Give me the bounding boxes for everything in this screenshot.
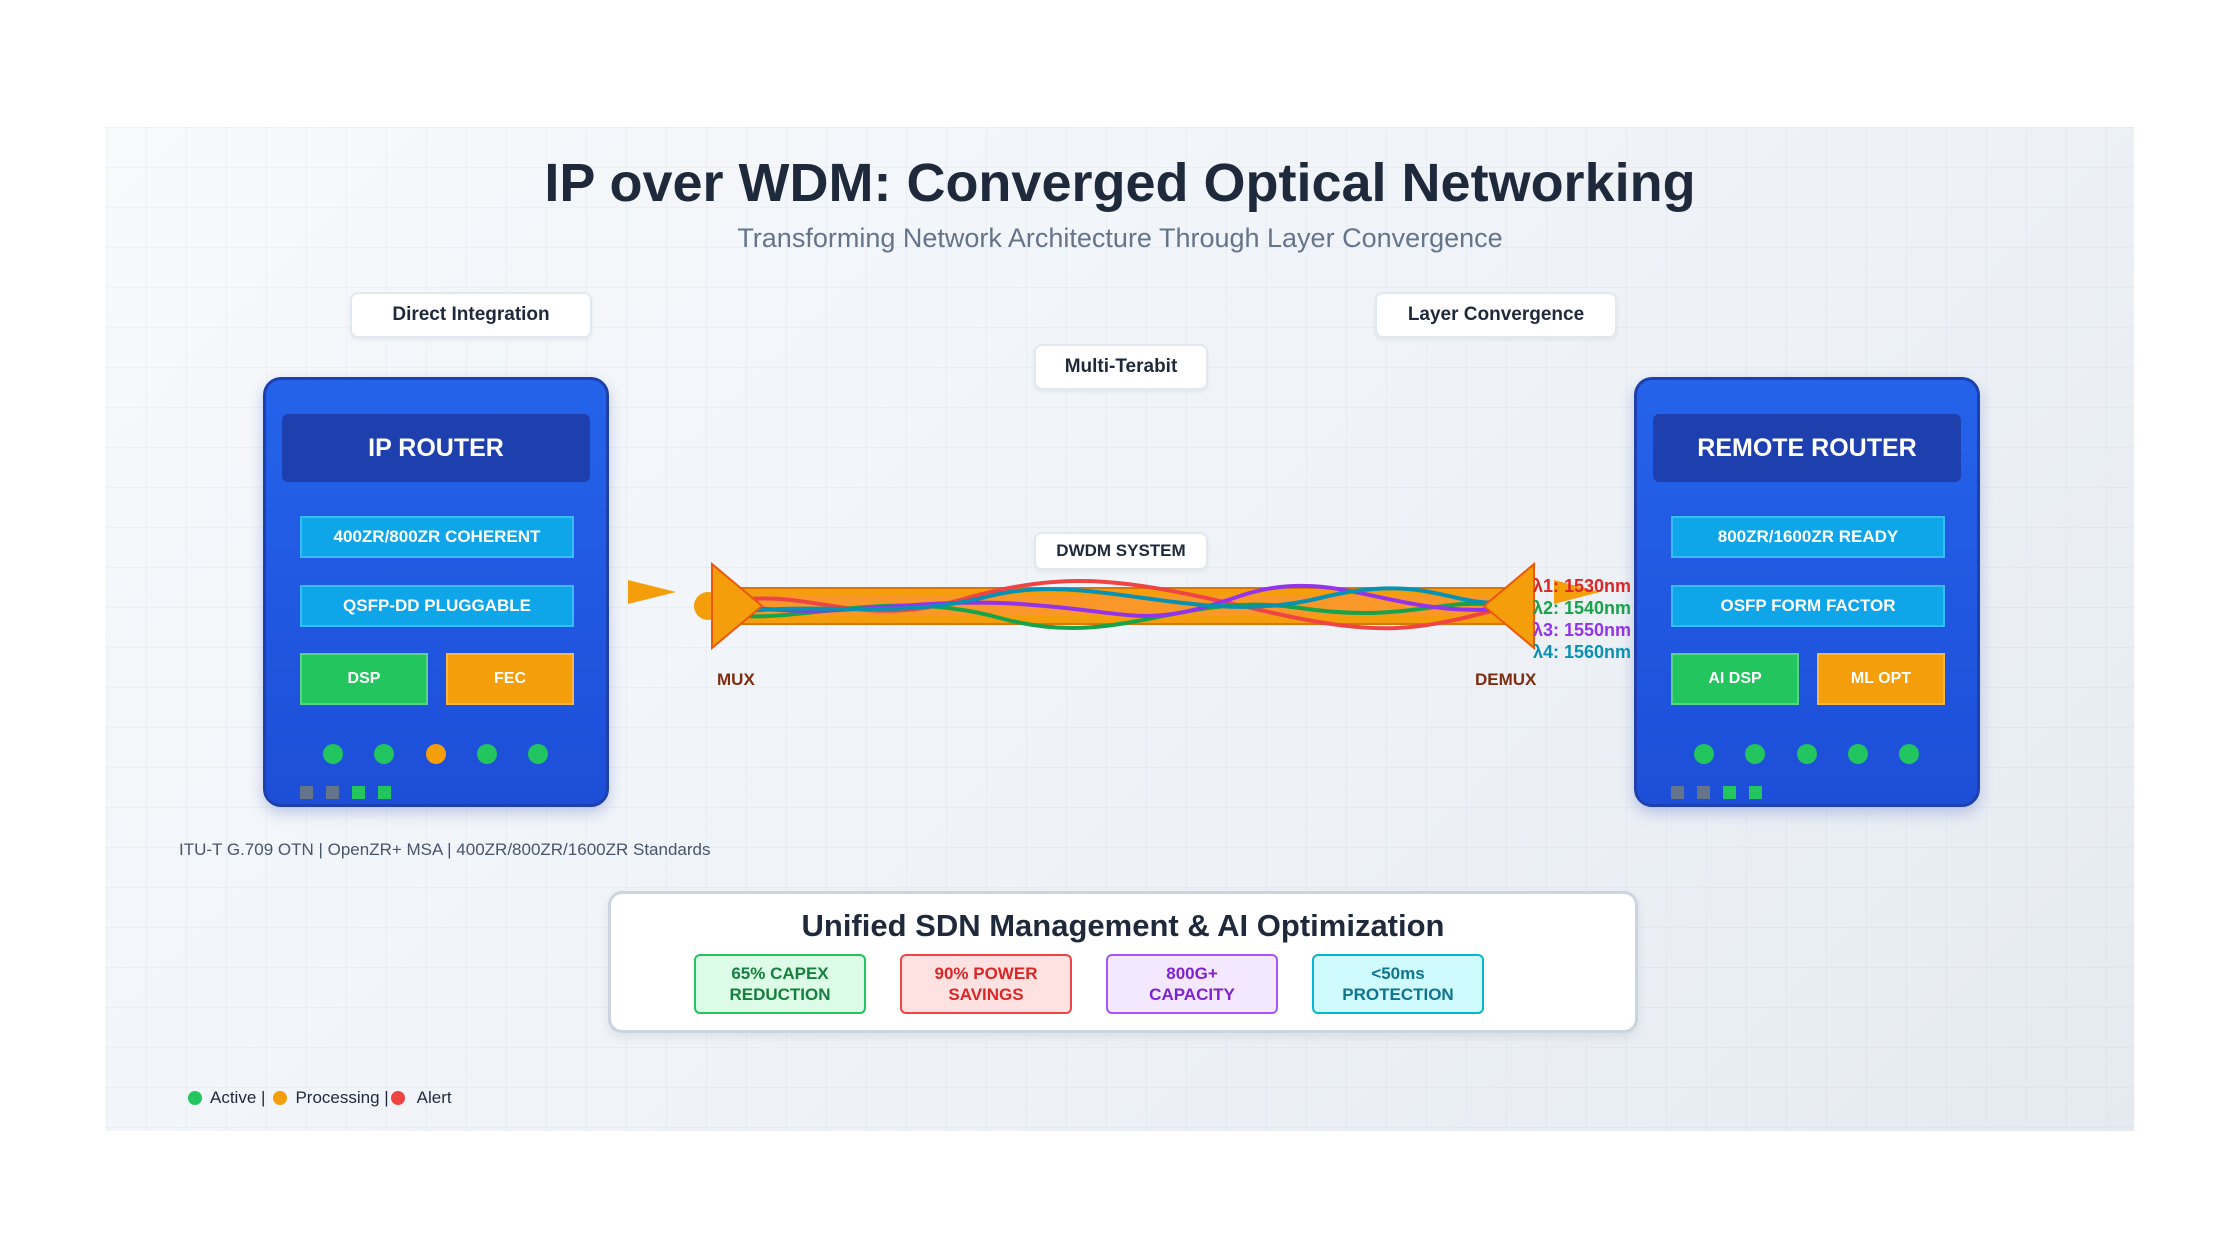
active-dot-icon xyxy=(188,1091,202,1105)
status-led-active xyxy=(374,744,394,764)
status-led-active xyxy=(323,744,343,764)
remote-router-title: REMOTE ROUTER xyxy=(1653,414,1961,482)
remote-router: REMOTE ROUTER 800ZR/1600ZR READY OSFP FO… xyxy=(1634,377,1980,807)
mux-label: MUX xyxy=(717,670,755,689)
fec-block: FEC xyxy=(446,653,574,705)
metric-line: <50ms xyxy=(1371,964,1425,983)
legend-alert: Alert xyxy=(416,1088,452,1107)
wavelength-path-1 xyxy=(711,579,1527,631)
ip-router-title: IP ROUTER xyxy=(282,414,590,482)
legend-active: Active | xyxy=(210,1088,266,1107)
metric-line: CAPACITY xyxy=(1149,985,1235,1004)
metric-line: PROTECTION xyxy=(1342,985,1454,1004)
port-indicator xyxy=(326,786,339,799)
ai-dsp-block: AI DSP xyxy=(1671,653,1799,705)
ip-router: IP ROUTER 400ZR/800ZR COHERENT QSFP-DD P… xyxy=(263,377,609,807)
status-led-processing xyxy=(426,744,446,764)
status-led-active xyxy=(1694,744,1714,764)
direct-integration-chip: Direct Integration xyxy=(350,292,592,338)
wavelength-label-3: λ3: 1550nm xyxy=(1533,620,1632,640)
demux-label: DEMUX xyxy=(1475,670,1537,689)
ml-opt-block: ML OPT xyxy=(1817,653,1945,705)
alert-dot-icon xyxy=(390,1091,405,1105)
wavelength-path-4 xyxy=(711,586,1527,618)
status-led-active xyxy=(1899,744,1919,764)
metric-line: REDUCTION xyxy=(729,985,831,1004)
page-subtitle: Transforming Network Architecture Throug… xyxy=(737,223,1503,253)
metric-line: SAVINGS xyxy=(948,985,1024,1004)
form-factor-module: OSFP FORM FACTOR xyxy=(1671,585,1945,627)
port-indicator xyxy=(1723,786,1736,799)
mux-icon xyxy=(711,561,764,651)
sdn-management-panel: Unified SDN Management & AI Optimization… xyxy=(608,891,1638,1033)
capacity-metric: 800G+ CAPACITY xyxy=(1106,954,1278,1014)
metric-line: 65% CAPEX xyxy=(731,964,829,983)
port-indicator xyxy=(1697,786,1710,799)
input-arrow-icon xyxy=(628,580,676,604)
multi-terabit-chip: Multi-Terabit xyxy=(1034,344,1208,390)
pluggable-module: QSFP-DD PLUGGABLE xyxy=(300,585,574,627)
wavelength-label-1: λ1: 1530nm xyxy=(1533,576,1632,596)
wavelength-label-2: λ2: 1540nm xyxy=(1533,598,1632,618)
page-title: IP over WDM: Converged Optical Networkin… xyxy=(544,153,1696,213)
layer-convergence-chip: Layer Convergence xyxy=(1375,292,1617,338)
status-legend: Active | Processing | Alert xyxy=(188,1088,452,1108)
metric-line: 90% POWER xyxy=(934,964,1038,983)
port-indicator xyxy=(1749,786,1762,799)
demux-icon xyxy=(1482,561,1535,651)
standards-footnote: ITU-T G.709 OTN | OpenZR+ MSA | 400ZR/80… xyxy=(179,840,711,859)
ready-module: 800ZR/1600ZR READY xyxy=(1671,516,1945,558)
status-led-active xyxy=(528,744,548,764)
power-metric: 90% POWER SAVINGS xyxy=(900,954,1072,1014)
status-led-active xyxy=(1848,744,1868,764)
status-led-active xyxy=(477,744,497,764)
wavelength-label-4: λ4: 1560nm xyxy=(1533,642,1632,662)
metric-line: 800G+ xyxy=(1166,964,1218,983)
port-indicator xyxy=(1671,786,1684,799)
status-led-active xyxy=(1745,744,1765,764)
processing-dot-icon xyxy=(273,1091,288,1105)
dsp-block: DSP xyxy=(300,653,428,705)
legend-processing: Processing | xyxy=(295,1088,389,1107)
port-indicator xyxy=(300,786,313,799)
coherent-module: 400ZR/800ZR COHERENT xyxy=(300,516,574,558)
capex-metric: 65% CAPEX REDUCTION xyxy=(694,954,866,1014)
status-led-active xyxy=(1797,744,1817,764)
port-indicator xyxy=(378,786,391,799)
management-title: Unified SDN Management & AI Optimization xyxy=(801,908,1445,943)
dwdm-system-chip: DWDM SYSTEM xyxy=(1034,532,1208,570)
port-indicator xyxy=(352,786,365,799)
output-arrow-icon xyxy=(1554,580,1600,604)
